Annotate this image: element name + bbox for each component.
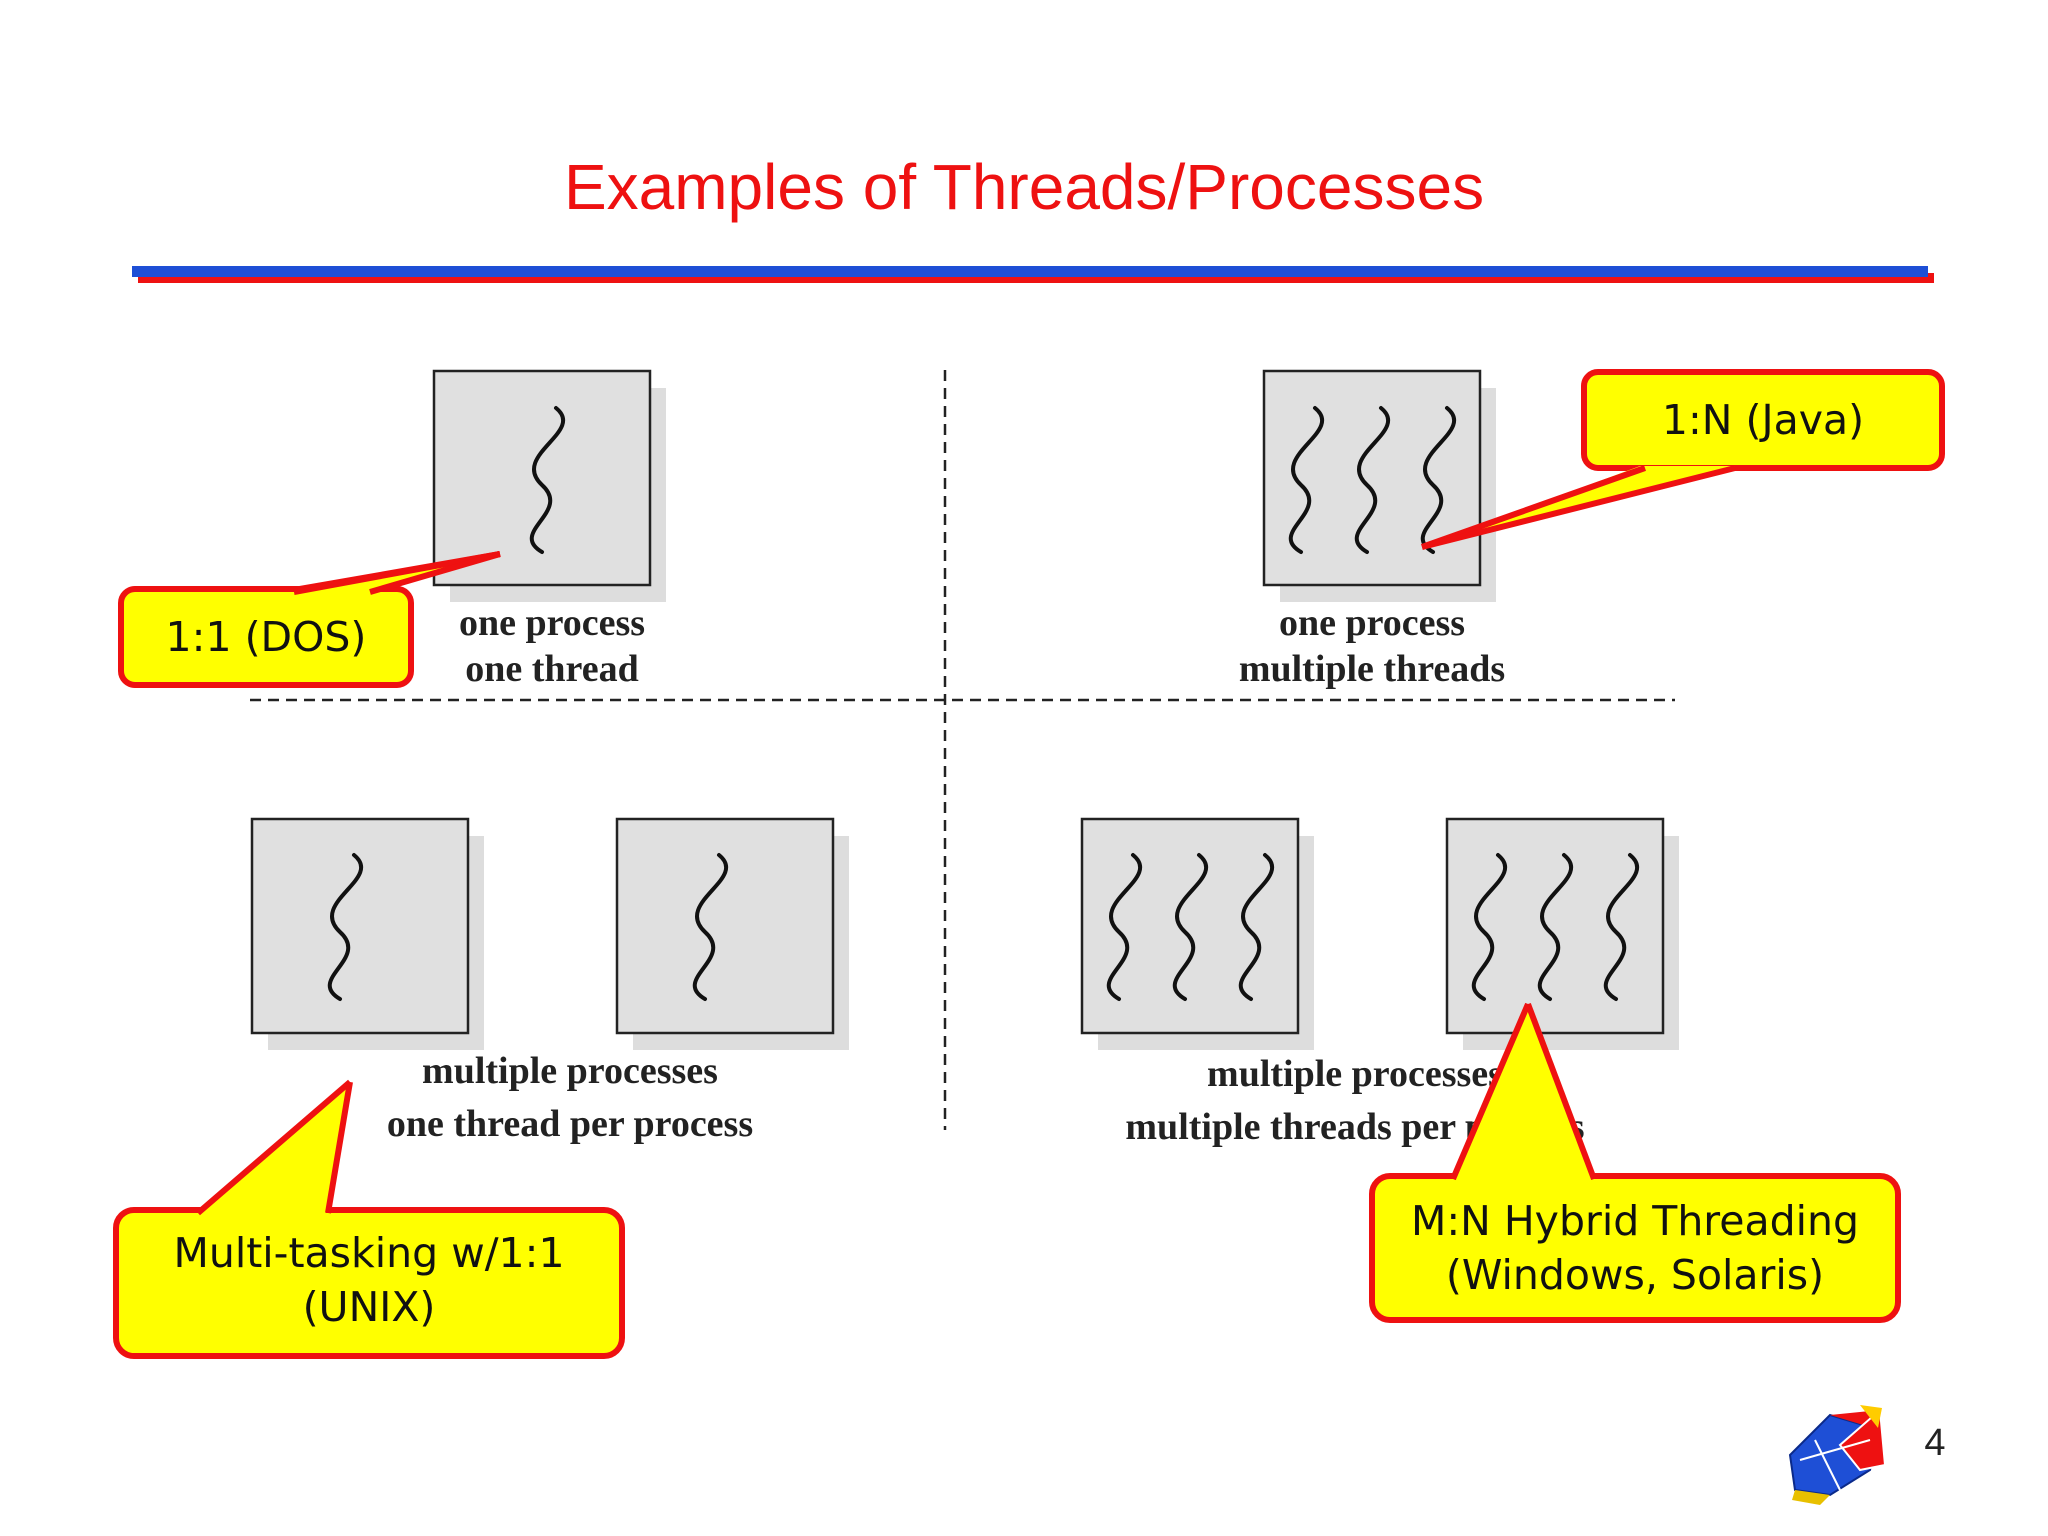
thread-icon	[1603, 853, 1640, 1001]
caption-line: one process	[458, 602, 646, 644]
caption-top-left: one process one thread	[452, 600, 652, 692]
process-box-bottom-left-1	[250, 817, 484, 1050]
callout-line: (Windows, Solaris)	[1445, 1251, 1825, 1299]
callout-unix	[113, 1079, 625, 1359]
process-box-top-right	[1262, 369, 1496, 602]
process-box-bottom-left-2	[615, 817, 849, 1050]
title-rule-red	[138, 273, 1934, 283]
page-number: 4	[1924, 1422, 1946, 1464]
caption-top-right: one process multiple threads	[1172, 600, 1572, 692]
thread-icon	[1537, 853, 1574, 1001]
callout-hybrid-text: M:N Hybrid Threading (Windows, Solaris)	[1372, 1194, 1898, 1302]
thread-icon	[1420, 406, 1457, 554]
caption-line: one thread	[465, 648, 639, 690]
callout-line: (UNIX)	[302, 1283, 436, 1331]
callout-java-text: 1:N (Java)	[1584, 393, 1942, 447]
thread-icon	[1172, 853, 1209, 1001]
thread-icon	[327, 853, 364, 1001]
thread-icon	[692, 853, 729, 1001]
process-box-bottom-right-2	[1445, 817, 1679, 1050]
thread-icon	[1354, 406, 1391, 554]
caption-line: multiple processes	[422, 1050, 718, 1092]
callout-line: 1:N (Java)	[1661, 396, 1865, 444]
caption-bottom-left: multiple processes one thread per proces…	[345, 1045, 795, 1151]
callout-dos	[118, 551, 501, 688]
callout-line: M:N Hybrid Threading	[1410, 1197, 1860, 1245]
thread-icon	[1288, 406, 1325, 554]
thread-icon	[529, 406, 566, 554]
callout-line: 1:1 (DOS)	[165, 613, 367, 661]
callout-unix-text: Multi-tasking w/1:1 (UNIX)	[116, 1226, 622, 1334]
caption-line: multiple threads	[1238, 648, 1506, 690]
caption-line: one process	[1278, 602, 1466, 644]
slide-title: Examples of Threads/Processes	[563, 151, 1485, 223]
callout-java	[1420, 369, 1945, 550]
title-rule-blue	[132, 266, 1928, 277]
callout-hybrid	[1369, 1002, 1901, 1323]
process-box-bottom-right-1	[1080, 817, 1314, 1050]
thread-icon	[1471, 853, 1508, 1001]
caption-line: one thread per process	[386, 1103, 754, 1145]
logo-arrow-icon	[1788, 1405, 1887, 1505]
thread-icon	[1238, 853, 1275, 1001]
process-box-top-left	[432, 369, 666, 602]
callout-line: Multi-tasking w/1:1	[173, 1229, 565, 1277]
caption-line: multiple processes	[1207, 1053, 1503, 1095]
callout-dos-text: 1:1 (DOS)	[121, 610, 411, 664]
thread-icon	[1106, 853, 1143, 1001]
